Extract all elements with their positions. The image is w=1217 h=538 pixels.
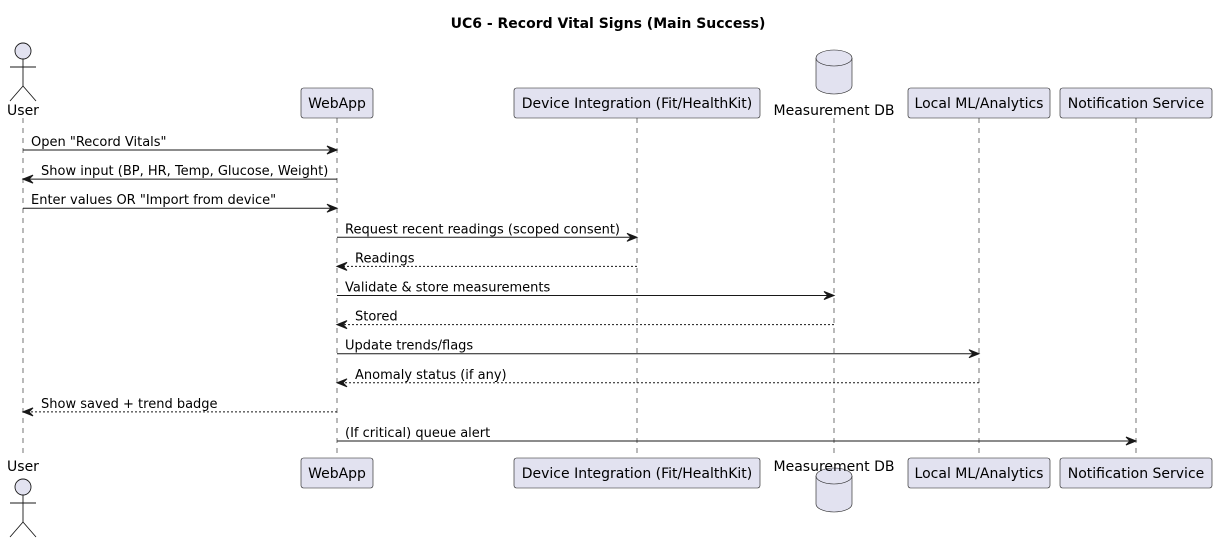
diagram-title: UC6 - Record Vital Signs (Main Success) xyxy=(451,16,766,32)
arrowhead-icon xyxy=(335,378,348,388)
lifelines xyxy=(22,118,1137,458)
participant-notify-bottom: Notification Service xyxy=(1059,457,1213,489)
actor-legs xyxy=(9,521,37,538)
arrowhead-icon xyxy=(968,349,981,359)
participant-webapp-bottom: WebApp xyxy=(300,457,374,489)
message-label: Update trends/flags xyxy=(345,339,473,354)
message-2: Show input (BP, HR, Temp, Glucose, Weigh… xyxy=(21,164,337,184)
participant-user-bottom: User xyxy=(7,459,39,538)
participant-label: Local ML/Analytics xyxy=(915,96,1044,112)
message-label: Show input (BP, HR, Temp, Glucose, Weigh… xyxy=(41,164,328,179)
message-4: Request recent readings (scoped consent) xyxy=(337,222,639,242)
message-label: Request recent readings (scoped consent) xyxy=(345,222,620,237)
participant-notify-top: Notification Service xyxy=(1059,87,1213,119)
participant-db-bottom: Measurement DB xyxy=(774,459,895,513)
message-7: Stored xyxy=(335,310,834,330)
database-rim xyxy=(815,475,853,485)
message-10: Show saved + trend badge xyxy=(21,397,337,417)
participant-ml-top: Local ML/Analytics xyxy=(907,87,1051,119)
participants-bottom: User WebApp Device Integration (Fit/Health… xyxy=(7,457,1213,538)
participant-label: Notification Service xyxy=(1068,466,1205,482)
arrowhead-icon xyxy=(21,407,34,417)
message-9: Anomaly status (if any) xyxy=(335,368,979,388)
participants-top: User WebApp Device Integration (Fit/Health… xyxy=(7,42,1213,119)
arrowhead-icon xyxy=(335,320,348,330)
message-label: Anomaly status (if any) xyxy=(355,368,507,383)
actor-head xyxy=(14,478,32,496)
participant-label: User xyxy=(7,103,39,119)
actor-legs xyxy=(9,85,37,102)
participant-ml-bottom: Local ML/Analytics xyxy=(907,457,1051,489)
participant-box xyxy=(300,87,374,119)
participant-box xyxy=(513,457,761,489)
participant-db-top: Measurement DB xyxy=(774,49,895,119)
participant-box xyxy=(907,87,1051,119)
message-8: Update trends/flags xyxy=(337,339,981,359)
participant-box xyxy=(1059,87,1213,119)
arrowhead-icon xyxy=(626,232,639,242)
message-label: (If critical) queue alert xyxy=(345,426,490,441)
message-3: Enter values OR "Import from device" xyxy=(23,193,339,213)
message-label: Enter values OR "Import from device" xyxy=(31,193,276,208)
arrowhead-icon xyxy=(1125,436,1138,446)
participant-label: Device Integration (Fit/HealthKit) xyxy=(522,466,753,482)
participant-label: Measurement DB xyxy=(774,459,895,475)
participant-device-top: Device Integration (Fit/HealthKit) xyxy=(513,87,761,119)
message-label: Validate & store measurements xyxy=(345,281,550,296)
participant-device-bottom: Device Integration (Fit/HealthKit) xyxy=(513,457,761,489)
arrowhead-icon xyxy=(21,174,34,184)
message-label: Open "Record Vitals" xyxy=(31,135,167,150)
message-label: Show saved + trend badge xyxy=(41,397,218,412)
participant-label: WebApp xyxy=(308,96,366,112)
database-icon xyxy=(815,49,853,95)
message-11: (If critical) queue alert xyxy=(337,426,1138,446)
arrowhead-icon xyxy=(326,203,339,213)
participant-box xyxy=(300,457,374,489)
participant-box xyxy=(513,87,761,119)
arrowhead-icon xyxy=(326,145,339,155)
message-5: Readings xyxy=(335,251,637,271)
message-label: Stored xyxy=(355,310,398,325)
messages: Open "Record Vitals" Show input (BP, HR, … xyxy=(21,135,1138,446)
message-6: Validate & store measurements xyxy=(337,281,836,300)
participant-label: Notification Service xyxy=(1068,96,1205,112)
participant-box xyxy=(907,457,1051,489)
message-label: Readings xyxy=(355,251,415,266)
arrowhead-icon xyxy=(823,291,836,300)
participant-label: Measurement DB xyxy=(774,103,895,119)
actor-head xyxy=(14,42,32,60)
participant-label: Local ML/Analytics xyxy=(915,466,1044,482)
participant-label: User xyxy=(7,459,39,475)
participant-box xyxy=(1059,457,1213,489)
database-rim xyxy=(815,57,853,67)
participant-label: Device Integration (Fit/HealthKit) xyxy=(522,96,753,112)
message-1: Open "Record Vitals" xyxy=(23,135,339,155)
participant-user-top: User xyxy=(7,42,39,119)
participant-webapp-top: WebApp xyxy=(300,87,374,119)
arrowhead-icon xyxy=(335,261,348,271)
participant-label: WebApp xyxy=(308,466,366,482)
